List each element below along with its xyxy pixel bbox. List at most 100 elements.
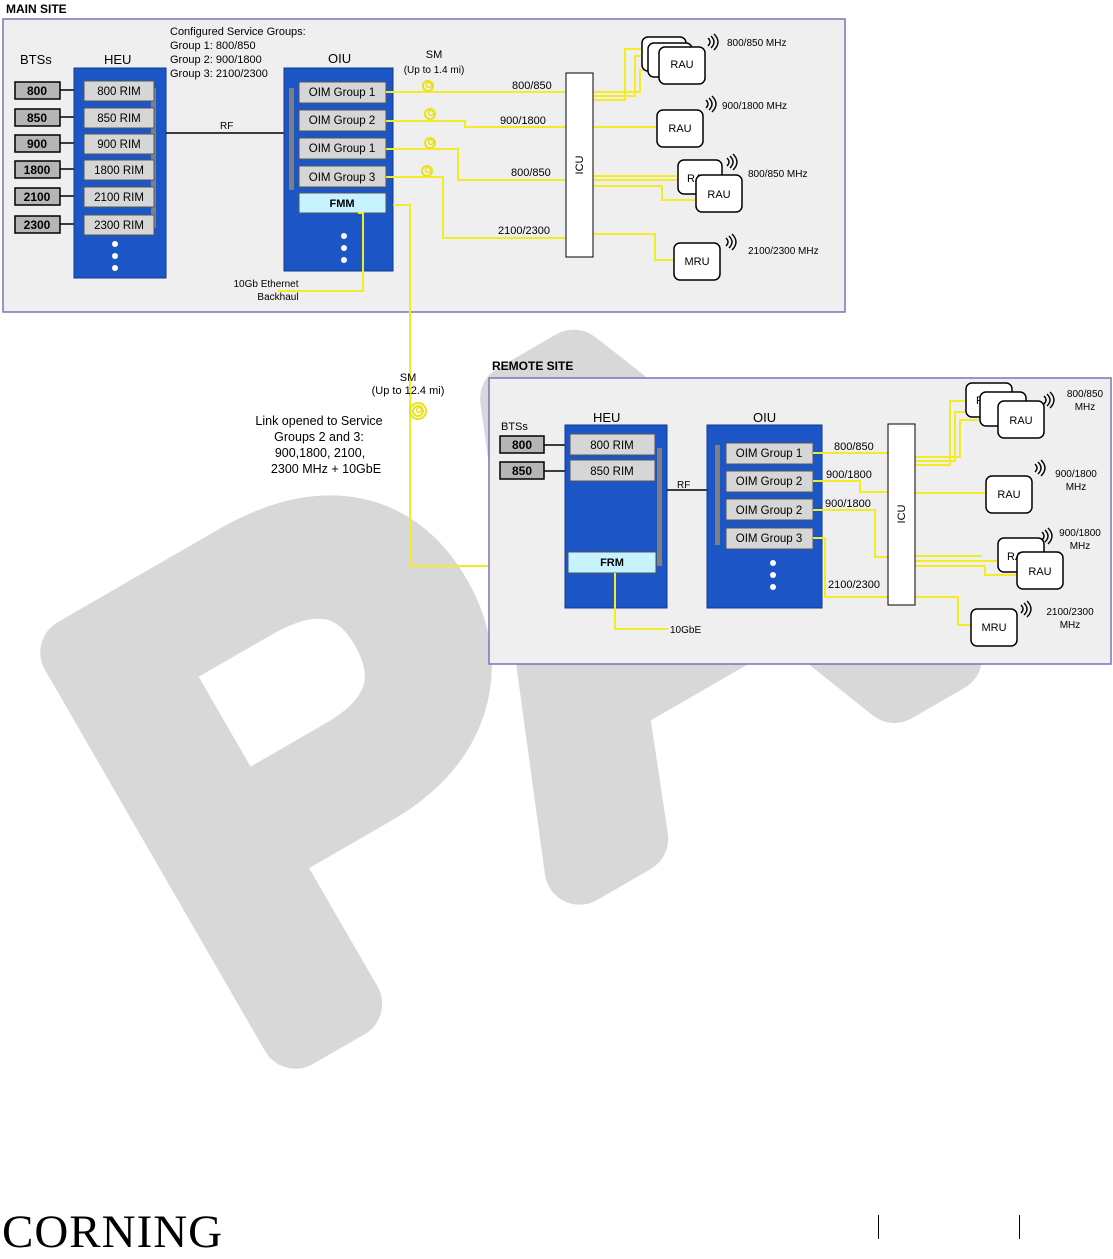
remote-site: REMOTE SITE BTSs HEU OIU 800 850 800 RIM…	[488, 359, 1112, 665]
freq-900-1800: 900/1800 MHz	[722, 101, 787, 112]
link-900-1800: 900/1800	[500, 115, 546, 127]
rf-label: RF	[677, 480, 690, 491]
bts-900: 900	[27, 137, 47, 151]
link-2100-2300: 2100/2300	[498, 225, 550, 237]
heu-rack: 800 RIM 850 RIM 900 RIM 1800 RIM 2100 RI…	[73, 67, 167, 279]
rau-label: RAU	[707, 189, 730, 201]
link-800-850-a: 800/850	[512, 80, 552, 92]
rau-cluster-1: R RAU 800/850 MHz	[641, 33, 786, 85]
oiu-label: OIU	[753, 410, 776, 425]
rim-1800: 1800 RIM	[94, 165, 144, 177]
service-groups-note: Configured Service Groups: Group 1: 800/…	[170, 26, 306, 80]
svg-text:Group 3: 2100/2300: Group 3: 2100/2300	[170, 68, 268, 80]
link-2100-2300: 2100/2300	[828, 579, 880, 591]
rau-label: RAU	[1009, 415, 1032, 427]
rau-label: RAU	[670, 59, 693, 71]
icu-remote: ICU	[887, 423, 916, 606]
more-modules-dots	[112, 241, 118, 271]
footer-divider	[878, 1215, 879, 1239]
bts-2100: 2100	[24, 190, 51, 204]
freq-800-850-b: 800/850 MHz	[748, 169, 807, 180]
svg-text:ICU: ICU	[896, 504, 908, 523]
rim-800: 800 RIM	[590, 440, 633, 452]
main-site: MAIN SITE Configured Service Groups: Gro…	[2, 2, 846, 313]
sm-label: SM	[426, 49, 443, 61]
btss-label: BTSs	[20, 52, 52, 67]
link-note-1: Link opened to Service	[255, 414, 382, 428]
mru-label: MRU	[684, 256, 709, 268]
oiu-rack: OIM Group 1 OIM Group 2 OIM Group 1 OIM …	[283, 67, 394, 272]
freq-2100-2300: 2100/2300	[1046, 607, 1094, 618]
freq-800-850-a: 800/850 MHz	[727, 38, 786, 49]
rim-850: 850 RIM	[97, 113, 140, 125]
bts-1800: 1800	[24, 163, 51, 177]
rau-2: RAU 900/1800 MHz	[985, 459, 1097, 514]
oim-group-3: OIM Group 3	[309, 172, 375, 184]
freq-900-1800-b: 900/1800	[1059, 528, 1101, 539]
svg-text:Group 1: 800/850: Group 1: 800/850	[170, 40, 256, 52]
footer-divider	[1019, 1215, 1020, 1239]
rim-850: 850 RIM	[590, 466, 633, 478]
oim-group-2-a: OIM Group 2	[736, 476, 802, 488]
main-fiber-links	[278, 48, 698, 292]
svg-text:MHz: MHz	[1070, 541, 1091, 552]
link-800-850-b: 800/850	[511, 167, 551, 179]
rim-900: 900 RIM	[97, 139, 140, 151]
link-note-4: 2300 MHz + 10GbE	[271, 462, 381, 476]
svg-text:MHz: MHz	[1060, 620, 1081, 631]
corning-logo: CORNING	[2, 1206, 224, 1258]
tengbe-label: 10GbE	[670, 625, 701, 636]
main-site-title: MAIN SITE	[6, 2, 67, 16]
oim-group-2: OIM Group 2	[309, 115, 375, 127]
link-800-850: 800/850	[834, 441, 874, 453]
link-note-3: 900,1800, 2100,	[275, 446, 365, 460]
link-900-1800-a: 900/1800	[826, 469, 872, 481]
oim-group-1-a: OIM Group 1	[309, 87, 375, 99]
freq-900-1800-a: 900/1800	[1055, 469, 1097, 480]
btss-label: BTSs	[501, 421, 528, 433]
heu-label: HEU	[593, 410, 620, 425]
bts-2300: 2300	[24, 218, 51, 232]
oim-group-3: OIM Group 3	[736, 533, 802, 545]
rau-2: RAU 900/1800 MHz	[656, 95, 787, 148]
mru-main: MRU 2100/2300 MHz	[673, 233, 819, 281]
rau-cluster-3: RA RAU 800/850 MHz	[677, 153, 807, 213]
rau-cluster-3: RA RAU 900/1800 MHz	[997, 527, 1101, 590]
oim-group-2-b: OIM Group 2	[736, 505, 802, 517]
bts-list: 800 850	[499, 435, 570, 480]
bts-800: 800	[512, 438, 532, 452]
rim-2100: 2100 RIM	[94, 192, 144, 204]
svg-text:Configured Service Groups:: Configured Service Groups:	[170, 26, 306, 38]
mru-label: MRU	[981, 622, 1006, 634]
link-900-1800-b: 900/1800	[825, 498, 871, 510]
bts-850: 850	[512, 464, 532, 478]
fmm-module: FMM	[329, 198, 354, 210]
trunk-sm-label: SM	[400, 372, 417, 384]
oiu-label: OIU	[328, 51, 351, 66]
rim-800: 800 RIM	[97, 86, 140, 98]
rau-label: RAU	[1028, 566, 1051, 578]
remote-site-title: REMOTE SITE	[492, 359, 573, 373]
sm-range: (Up to 1.4 mi)	[404, 65, 465, 76]
backhaul-label-1: 10Gb Ethernet	[233, 279, 298, 290]
mru-remote: MRU 2100/2300 MHz	[970, 600, 1094, 647]
rau-label: RAU	[668, 123, 691, 135]
svg-text:Group 2: 900/1800: Group 2: 900/1800	[170, 54, 262, 66]
rim-2300: 2300 RIM	[94, 220, 144, 232]
rf-label: RF	[220, 121, 233, 132]
link-note-2: Groups 2 and 3:	[274, 430, 364, 444]
oiu-rack: OIM Group 1 OIM Group 2 OIM Group 2 OIM …	[706, 424, 823, 609]
oim-group-1-b: OIM Group 1	[309, 143, 375, 155]
backhaul-label-2: Backhaul	[257, 292, 298, 303]
freq-800-850: 800/850	[1067, 389, 1104, 400]
icu-main: ICU	[565, 72, 594, 258]
trunk-sm-range: (Up to 12.4 mi)	[372, 385, 445, 397]
more-modules-dots	[341, 233, 347, 263]
more-modules-dots	[770, 560, 776, 590]
bts-800: 800	[27, 84, 47, 98]
rau-label: RAU	[997, 489, 1020, 501]
heu-label: HEU	[104, 52, 131, 67]
rau-cluster-1: R RAU 800/850 MHz	[965, 382, 1104, 439]
oim-group-1: OIM Group 1	[736, 448, 802, 460]
